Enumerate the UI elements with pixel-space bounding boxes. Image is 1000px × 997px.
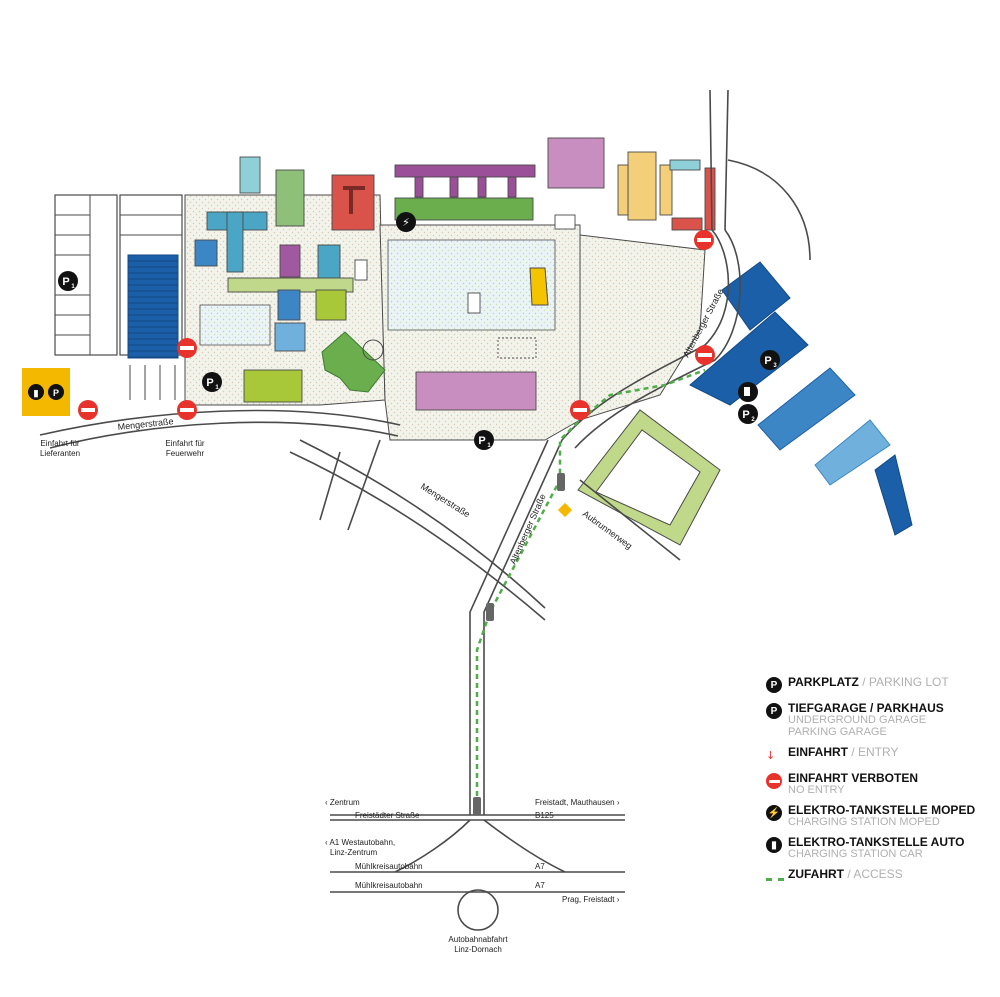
parking-garage-charging-box[interactable]: ▮ P [22,368,70,416]
svg-text:1: 1 [71,284,75,290]
parking-marker-p1-central[interactable]: P 1 [474,430,494,450]
parking-icon: P [766,677,782,693]
street-label-muehlkreis-2: Mühlkreisautobahn [355,881,423,890]
buildings-central [415,267,549,411]
direction-a1-line1: ‹ A1 Westautobahn, [325,838,395,847]
buildings-west [194,156,368,403]
entry-label-lieferanten-2: Lieferanten [40,449,80,458]
map-legend: P PARKPLATZ / PARKING LOT P TIEFGARAGE /… [766,676,996,894]
legend-item-entry: ↓ EINFAHRT / ENTRY [766,745,899,762]
direction-zentrum: ‹ Zentrum [325,798,360,807]
parking-lot-west [54,194,183,400]
exit-label-line2: Linz-Dornach [454,945,502,954]
svg-text:P: P [206,377,213,389]
car-charging-marker[interactable] [738,382,758,402]
svg-text:P: P [62,276,69,288]
moped-charging-icon: ⚡ [766,805,782,821]
street-label-b125: B125 [535,811,554,820]
traffic-light [473,473,565,815]
legend-item-car-charging: ▮ ELEKTRO-TANKSTELLE AUTO CHARGING STATI… [766,836,996,860]
parking-marker-p1-south[interactable]: P 1 [202,372,222,392]
svg-text:P: P [742,409,749,421]
svg-text:3: 3 [773,363,777,369]
parking-marker-p3[interactable]: P 3 [760,350,780,370]
entry-icon: ↓ [766,748,776,762]
street-label-a7-1: A7 [535,862,545,871]
garage-icon: P [766,703,782,719]
buildings-east [689,261,913,536]
street-label-freistaedter: Freistädter Straße [355,811,420,820]
street-label-a7-2: A7 [535,881,545,890]
legend-item-moped-charging: ⚡ ELEKTRO-TANKSTELLE MOPED CHARGING STAT… [766,803,976,828]
building-green-frame [577,409,721,546]
legend-item-access: ZUFAHRT / ACCESS [766,868,996,886]
exit-label-line1: Autobahnabfahrt [448,935,508,944]
entry-label-feuerwehr-2: Feuerwehr [166,449,205,458]
access-route [475,368,706,805]
direction-freistadt-mauthausen: Freistadt, Mauthausen › [535,798,620,807]
svg-text:⚡: ⚡ [402,216,410,229]
svg-text:P: P [764,355,771,367]
building-green-cluster [321,331,386,393]
legend-item-parking: P PARKPLATZ / PARKING LOT [766,676,996,694]
svg-text:2: 2 [751,417,755,423]
parking-marker-p1-west[interactable]: P 1 [58,271,78,291]
svg-text:▮: ▮ [34,388,39,398]
entry-label-lieferanten-1: Einfahrt für [40,439,79,448]
no-entry-icon [78,230,715,420]
svg-text:1: 1 [215,385,219,391]
buildings-north [331,137,716,231]
svg-text:1: 1 [487,443,491,449]
svg-text:P: P [53,388,59,398]
street-label-altenberger: Altenberger Straße [508,492,548,566]
direction-a1-line2: Linz-Zentrum [330,848,377,857]
svg-text:P: P [478,435,485,447]
info-marker [557,502,573,518]
street-label-muehlkreis-1: Mühlkreisautobahn [355,862,423,871]
parking-marker-p2[interactable]: P 2 [738,404,758,424]
access-route-icon [766,878,784,881]
moped-charging-marker[interactable]: ⚡ [396,212,416,232]
legend-item-no-entry: EINFAHRT VERBOTEN NO ENTRY [766,772,996,796]
legend-item-garage: P TIEFGARAGE / PARKHAUS UNDERGROUND GARA… [766,702,996,738]
direction-prag-freistadt: Prag, Freistadt › [562,895,620,904]
no-entry-icon [766,773,782,789]
entry-label-feuerwehr-1: Einfahrt für [165,439,204,448]
car-charging-icon: ▮ [766,837,782,853]
roads [39,89,811,931]
